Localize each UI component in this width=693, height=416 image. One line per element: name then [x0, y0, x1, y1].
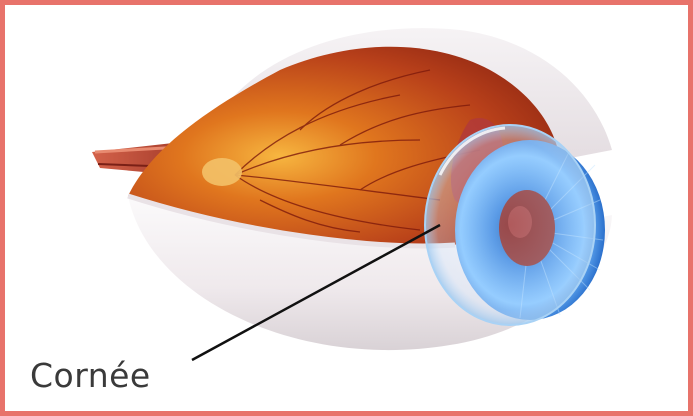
cornea — [425, 125, 595, 325]
cornea-label: Cornée — [30, 356, 151, 395]
optic-disc — [202, 158, 242, 186]
